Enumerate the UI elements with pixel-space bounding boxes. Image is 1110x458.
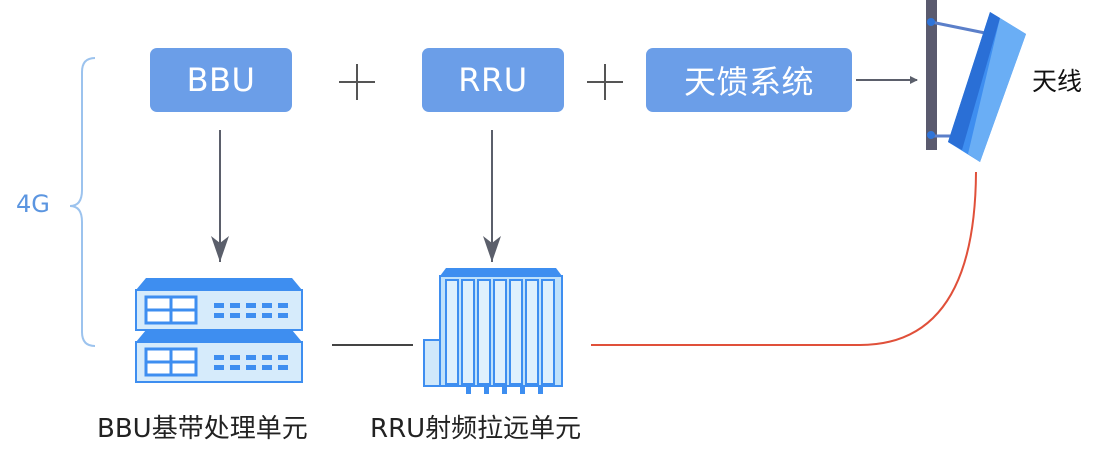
antenna-label: 天线: [1032, 67, 1083, 96]
rru-device-icon: [423, 268, 563, 394]
fiber-rru-antenna: [591, 171, 977, 346]
antenna-icon: [926, 0, 1026, 162]
feeder-block-label: 天馈系统: [683, 63, 814, 101]
brace-4g: [69, 57, 96, 347]
arrow-rru-head: [483, 236, 501, 262]
rru-block: RRU: [422, 48, 564, 112]
bbu-device-label: BBU基带处理单元: [97, 414, 308, 444]
feeder-block: 天馈系统: [646, 48, 852, 112]
rru-block-label: RRU: [458, 61, 528, 99]
bbu-device-icon: [135, 278, 303, 383]
rru-device-label: RRU射频拉远单元: [370, 414, 582, 444]
plus-sign-1: [339, 64, 375, 100]
bbu-block-label: BBU: [186, 61, 256, 99]
generation-label: 4G: [16, 190, 50, 218]
arrow-bbu-head: [211, 236, 229, 262]
plus-sign-2: [587, 64, 623, 100]
bbu-block: BBU: [150, 48, 292, 112]
